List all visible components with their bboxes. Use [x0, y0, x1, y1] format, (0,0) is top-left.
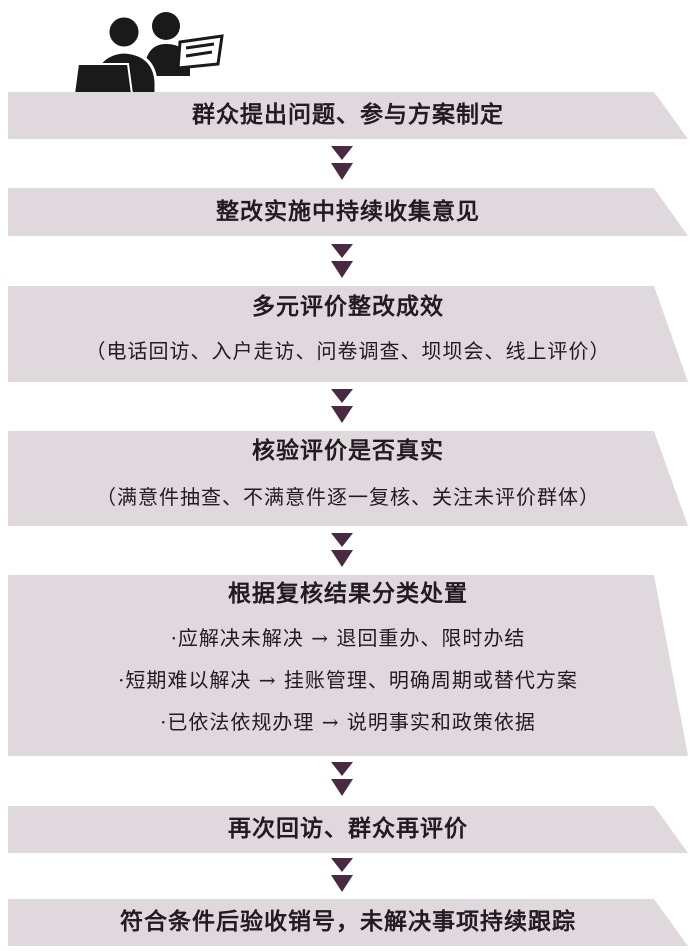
- step-5-bullet-3: ·已依法依规办理 → 说明事实和政策依据: [160, 710, 536, 734]
- step-2-title: 整改实施中持续收集意见: [216, 199, 480, 225]
- step-3-box: 多元评价整改成效 （电话回访、入户走访、问卷调查、坝坝会、线上评价）: [8, 286, 688, 382]
- step-6-box: 再次回访、群众再评价: [8, 806, 688, 853]
- step-4-box: 核验评价是否真实 （满意件抽查、不满意件逐一复核、关注未评价群体）: [8, 431, 688, 526]
- step-4-title: 核验评价是否真实: [252, 438, 444, 464]
- down-arrow-icon: [331, 244, 353, 278]
- step-1-title: 群众提出问题、参与方案制定: [192, 102, 504, 128]
- step-3-title: 多元评价整改成效: [252, 294, 444, 320]
- step-1-box: 群众提出问题、参与方案制定: [8, 92, 688, 139]
- step-3-note: （电话回访、入户走访、问卷调查、坝坝会、线上评价）: [85, 339, 611, 363]
- step-5-bullet-2: ·短期难以解决 → 挂账管理、明确周期或替代方案: [118, 668, 578, 692]
- down-arrow-icon: [331, 389, 353, 423]
- step-4-note: （满意件抽查、不满意件逐一复核、关注未评价群体）: [96, 485, 600, 509]
- step-5-box: 根据复核结果分类处置 ·应解决未解决 → 退回重办、限时办结 ·短期难以解决 →…: [8, 575, 688, 756]
- down-arrow-icon: [331, 858, 353, 892]
- step-7-box: 符合条件后验收销号，未解决事项持续跟踪: [8, 899, 688, 946]
- down-arrow-icon: [331, 533, 353, 567]
- step-6-title: 再次回访、群众再评价: [228, 816, 468, 842]
- step-5-bullet-1: ·应解决未解决 → 退回重办、限时办结: [170, 626, 526, 650]
- down-arrow-icon: [331, 146, 353, 180]
- people-at-desk-icon: [74, 12, 224, 94]
- step-2-box: 整改实施中持续收集意见: [8, 188, 688, 236]
- step-7-title: 符合条件后验收销号，未解决事项持续跟踪: [120, 909, 576, 935]
- down-arrow-icon: [331, 762, 353, 796]
- step-5-title: 根据复核结果分类处置: [228, 581, 468, 607]
